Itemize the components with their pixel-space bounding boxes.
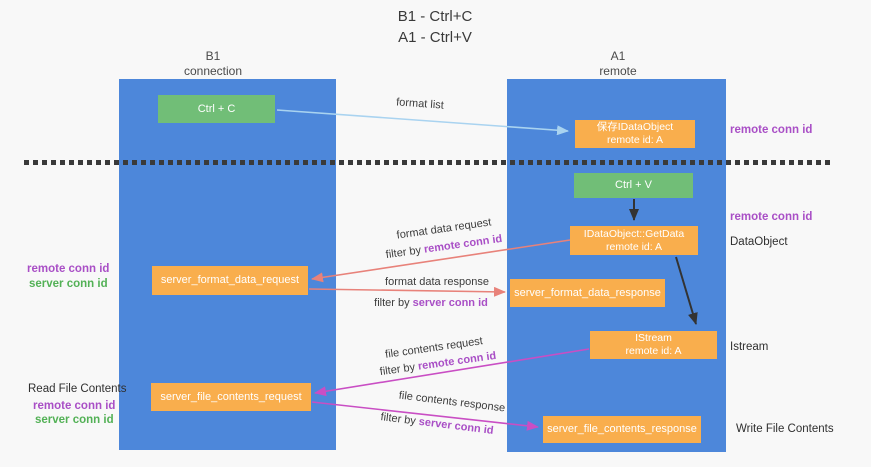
annotation-write-file-contents: Write File Contents [736, 423, 834, 435]
node-ctrl-v-label: Ctrl + V [615, 179, 652, 191]
node-istream-line2: remote id: A [625, 345, 682, 357]
node-server-file-contents-request: server_file_contents_request [151, 383, 311, 411]
edge-label-format-data-response: format data response [385, 276, 489, 288]
node-server-format-data-request-label: server_format_data_request [160, 274, 300, 286]
annotation-istream: Istream [730, 341, 769, 353]
annotation-remote-conn-id-mid: remote conn id [730, 211, 813, 223]
node-ctrl-v: Ctrl + V [574, 173, 693, 198]
node-server-file-contents-response: server_file_contents_response [543, 416, 701, 443]
filter-key-remote-conn-id: remote conn id [423, 232, 503, 256]
lifeline-b1-header: B1 connection [153, 49, 273, 79]
lifeline-a1-name: A1 [610, 49, 626, 63]
node-istream: IStream remote id: A [590, 331, 717, 359]
node-server-format-data-request: server_format_data_request [152, 266, 308, 295]
node-save-dataobject-line1: 保存IDataObject [596, 121, 674, 133]
edge-label-format-list: format list [395, 96, 445, 112]
node-server-file-contents-request-label: server_file_contents_request [160, 390, 302, 403]
node-save-dataobject-line2: remote id: A [606, 134, 664, 146]
filter-by-text: filter by [374, 297, 413, 309]
node-istream-line1: IStream [635, 332, 672, 344]
annotation-remote-conn-id-left-1: remote conn id [27, 263, 110, 275]
edge-label-format-data-response-filter: filter by server conn id [351, 297, 511, 309]
filter-by-text: filter by [379, 411, 420, 428]
node-server-file-contents-response-label: server_file_contents_response [547, 423, 697, 435]
annotation-read-file-contents: Read File Contents [28, 383, 127, 395]
node-idataobject-getdata-line1: IDataObject::GetData [583, 227, 685, 240]
node-server-format-data-response-label: server_format_data_response [514, 286, 661, 299]
filter-key-server-conn-id: server conn id [418, 415, 495, 437]
annotation-dataobject: DataObject [730, 236, 788, 248]
node-save-dataobject: 保存IDataObject remote id: A [575, 120, 695, 148]
annotation-remote-conn-id-left-2: remote conn id [33, 400, 116, 412]
filter-key-server-conn-id: server conn id [412, 297, 488, 309]
title-line-2: A1 - Ctrl+V [398, 29, 472, 46]
lifeline-a1-subtitle: remote [599, 64, 637, 78]
node-idataobject-getdata: IDataObject::GetData remote id: A [570, 226, 698, 255]
node-server-format-data-response: server_format_data_response [510, 279, 665, 307]
node-ctrl-c: Ctrl + C [158, 95, 275, 123]
annotation-server-conn-id-left-1: server conn id [29, 278, 108, 290]
annotation-remote-conn-id-top: remote conn id [730, 124, 813, 136]
annotation-server-conn-id-left-2: server conn id [35, 414, 114, 426]
filter-by-text: filter by [379, 360, 419, 379]
title-line-1: B1 - Ctrl+C [397, 8, 473, 25]
edge-label-file-contents-response: file contents response [398, 389, 506, 415]
lifeline-b1-subtitle: connection [183, 64, 243, 78]
arrow-format-data-response [308, 286, 506, 297]
node-ctrl-c-label: Ctrl + C [197, 102, 236, 115]
lifeline-a1-header: A1 remote [558, 49, 678, 79]
diagram-title: B1 - Ctrl+C A1 - Ctrl+V [335, 6, 535, 48]
phase-separator-dashed-line [24, 160, 834, 165]
lifeline-b1-name: B1 [205, 49, 221, 63]
node-idataobject-getdata-line2: remote id: A [605, 240, 663, 253]
filter-by-text: filter by [385, 243, 425, 262]
